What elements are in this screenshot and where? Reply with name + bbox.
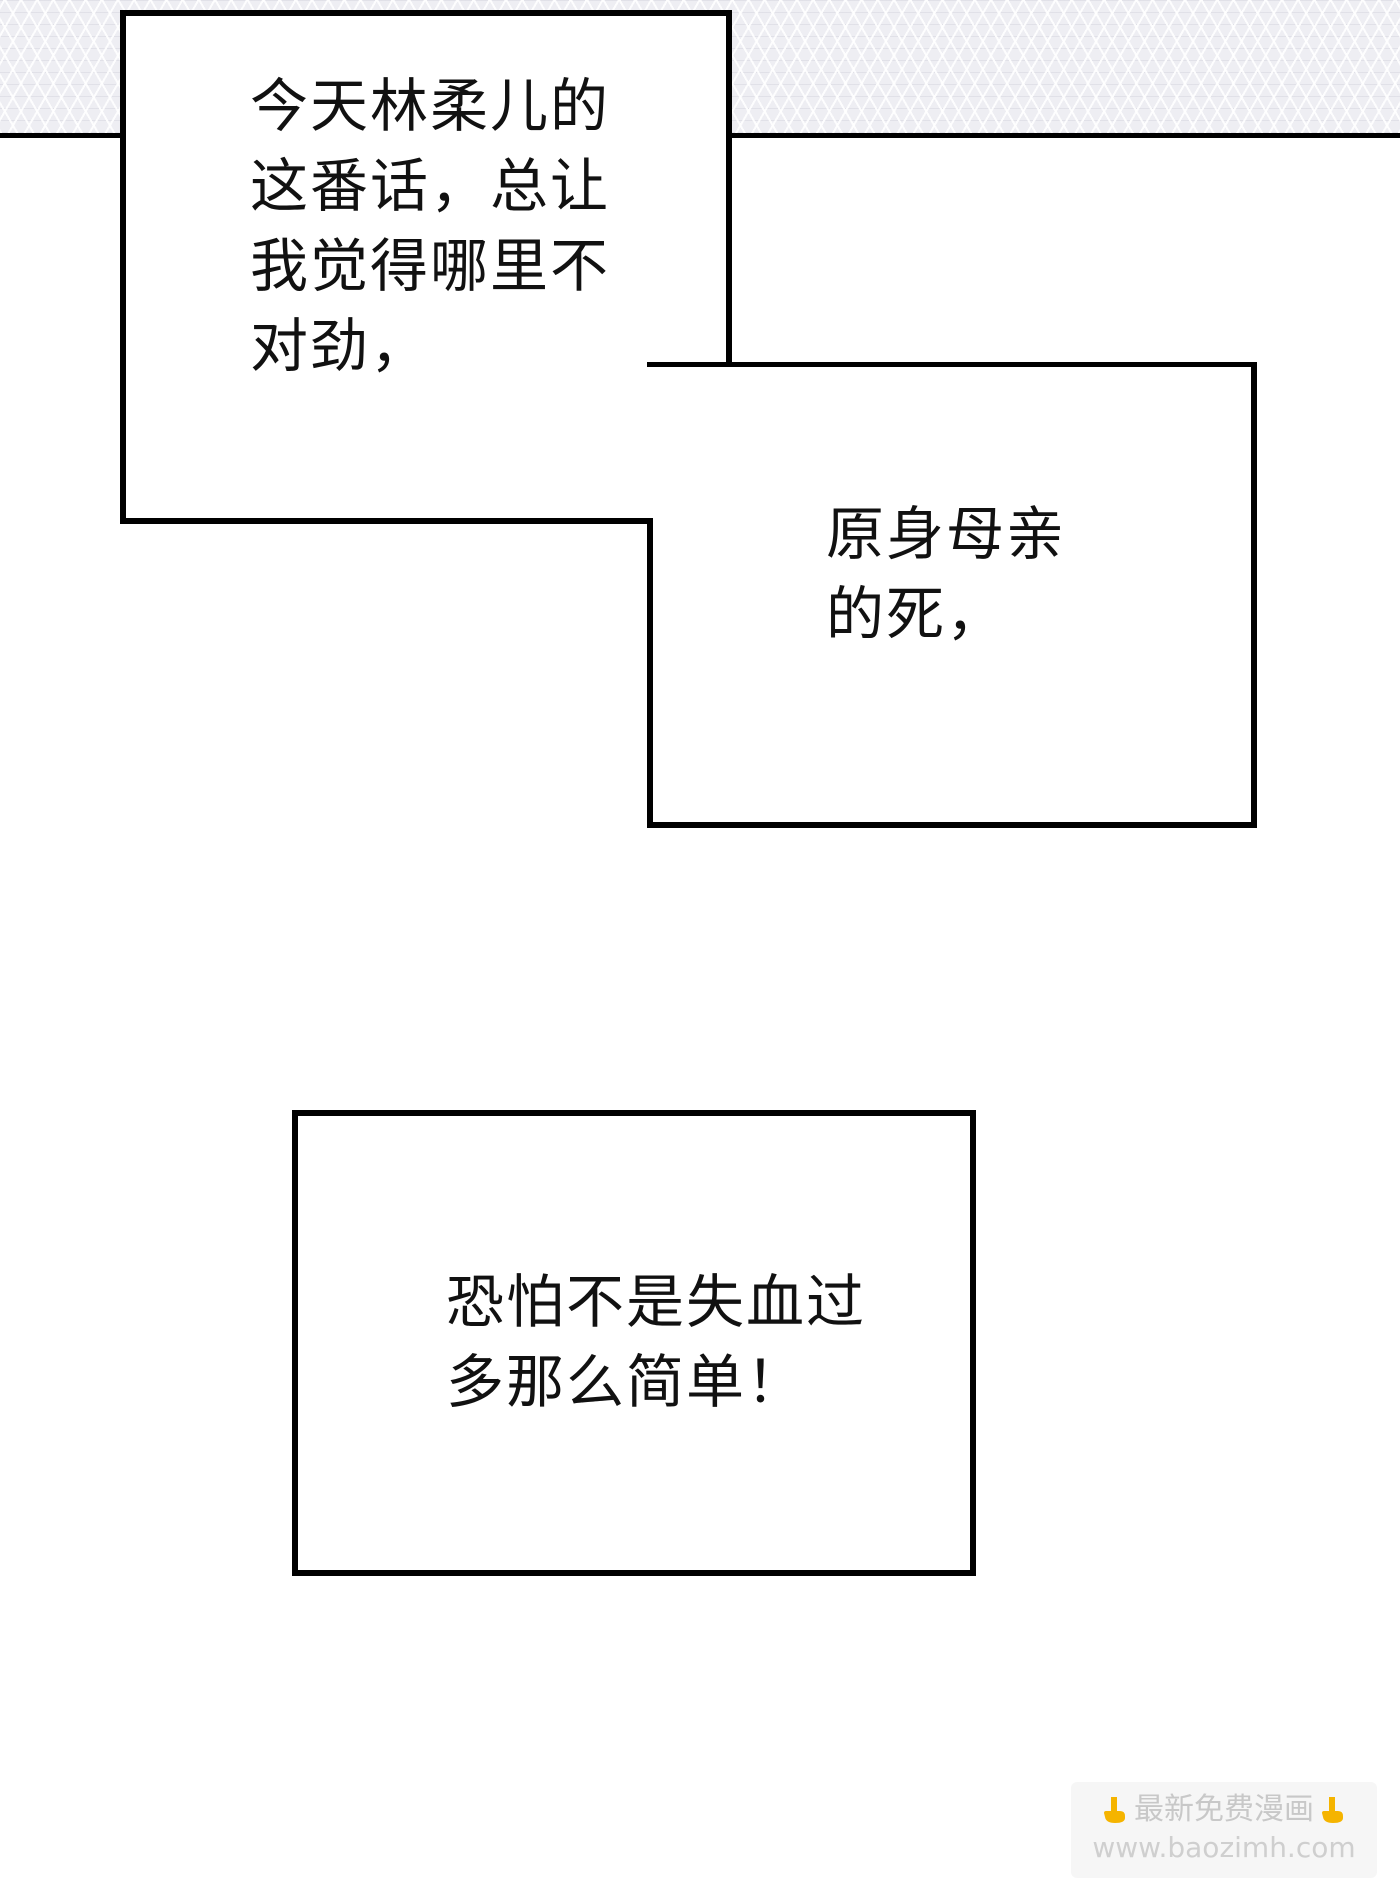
caption-1-text: 今天林柔儿的 这番话，总让 我觉得哪里不 对劲， <box>250 66 610 386</box>
caption-2-text: 原身母亲 的死， <box>826 494 1066 654</box>
caption-3-text: 恐怕不是失血过 多那么简单！ <box>446 1262 866 1422</box>
caption-3-line: 恐怕不是失血过 <box>446 1268 867 1336</box>
caption-box-join <box>126 367 726 518</box>
caption-2-line: 原身母亲 <box>826 500 1067 568</box>
watermark-url: www.baozimh.com <box>1092 1831 1356 1864</box>
caption-3-line: 多那么简单！ <box>446 1348 807 1416</box>
site-watermark: 最新免费漫画 www.baozimh.com <box>1071 1782 1377 1878</box>
pointing-down-hand-icon <box>1322 1797 1343 1823</box>
pointing-down-hand-icon <box>1104 1797 1125 1823</box>
caption-1-line: 对劲， <box>250 312 431 380</box>
caption-box-join <box>653 367 1251 822</box>
caption-1-line: 这番话，总让 <box>250 152 611 220</box>
caption-2-line: 的死， <box>826 580 1007 648</box>
caption-1-line: 今天林柔儿的 <box>250 72 611 140</box>
caption-box-3 <box>292 1110 976 1576</box>
caption-1-line: 我觉得哪里不 <box>250 232 611 300</box>
watermark-title: 最新免费漫画 <box>1134 1792 1314 1827</box>
